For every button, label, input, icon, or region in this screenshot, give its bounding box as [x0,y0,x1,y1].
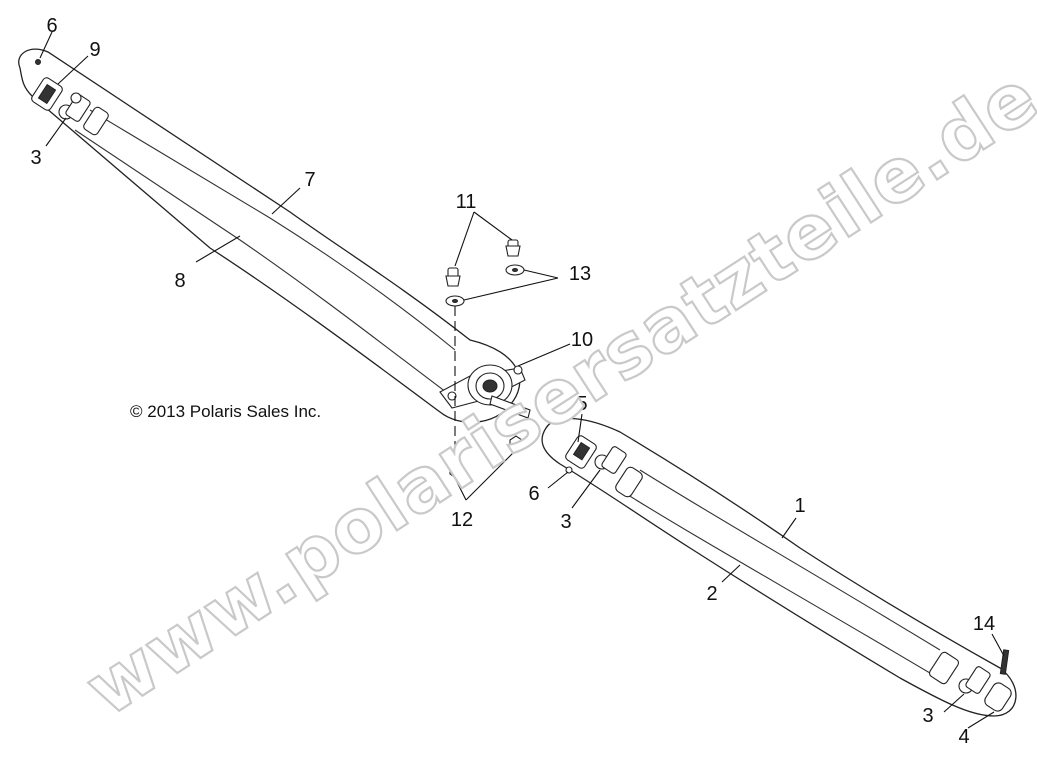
callout-7: 7 [304,169,315,191]
callout-6-front: 6 [46,15,57,37]
copyright-notice: © 2013 Polaris Sales Inc. [130,402,321,421]
leader-lines [39,31,1005,729]
callout-1: 1 [794,495,805,517]
callout-14: 14 [973,613,995,635]
rear-shaft-tube-1 [639,469,941,651]
front-driveshaft-assembly [18,48,521,423]
front-shaft-tube-8 [74,129,451,396]
callout-5: 5 [576,393,587,415]
mounting-bolts [445,239,521,287]
callout-4: 4 [958,726,969,748]
front-driveshaft-outline [18,48,521,423]
callout-9: 9 [89,39,100,61]
rear-shaft-tube-2 [619,489,936,677]
carrier-bearing [439,364,531,419]
washers [445,264,525,307]
callout-10: 10 [571,329,593,351]
callouts: 6 9 3 7 8 11 13 10 12 5 6 3 1 2 14 3 4 [30,15,995,748]
rear-rear-u-joint [928,649,1012,712]
callout-6-rear: 6 [528,483,539,505]
rear-driveshaft-outline [541,417,1017,717]
callout-3-rear-end: 3 [922,705,933,727]
front-shaft-tube-7 [89,109,456,351]
callout-8: 8 [174,270,185,292]
front-u-joint [31,59,109,136]
callout-12: 12 [451,509,473,531]
callout-11: 11 [456,191,477,213]
nuts [449,435,523,479]
rear-front-u-joint [565,435,643,498]
rear-driveshaft-assembly [541,417,1017,717]
callout-13: 13 [569,263,591,285]
callout-3-front: 3 [30,147,41,169]
callout-2: 2 [706,583,717,605]
callout-3-rear-front: 3 [560,511,571,533]
